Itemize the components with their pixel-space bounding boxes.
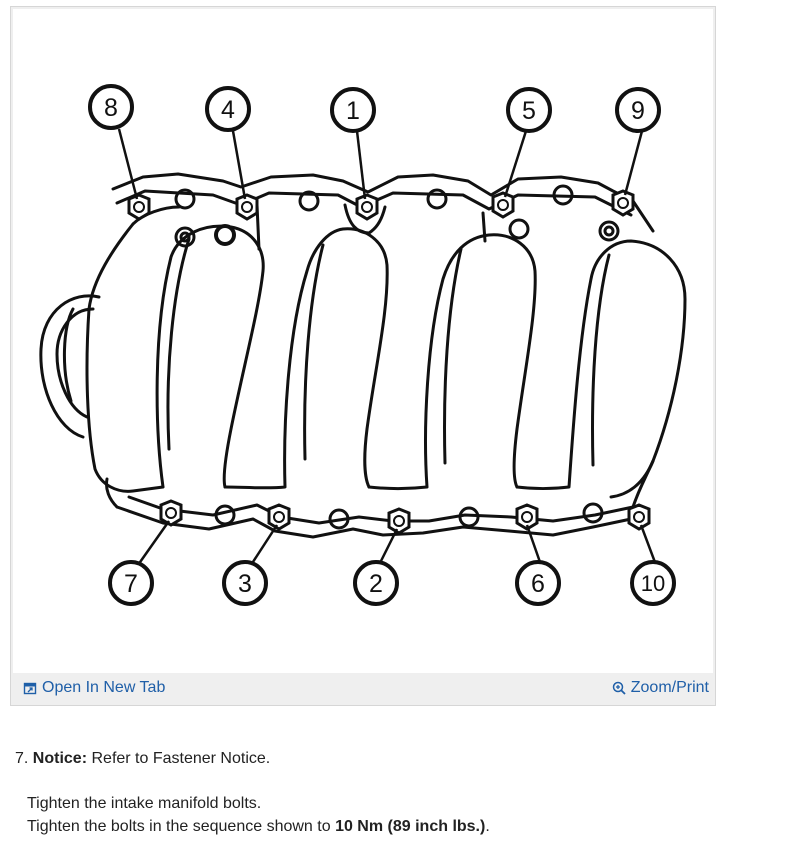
magnifier-plus-icon	[612, 681, 626, 695]
bolt-label-10: 10	[641, 571, 665, 596]
instruction-line-1: Tighten the intake manifold bolts.	[27, 795, 262, 812]
bolt-label-6: 6	[531, 570, 545, 598]
bolt-label-8: 8	[104, 94, 118, 122]
bolt-head-4	[235, 193, 259, 221]
figure-frame: 8 4 1 5 9 7 3 2 6 10 Open In New	[10, 6, 716, 706]
bolt-head-6	[515, 503, 539, 531]
bolt-label-2: 2	[369, 570, 383, 598]
bolt-head-9	[611, 189, 635, 217]
bolt-head-2	[387, 507, 411, 535]
step-number: 7.	[15, 750, 29, 767]
callout-circle-2	[353, 560, 399, 606]
callout-circle-4	[205, 86, 251, 132]
instruction-line-2-text: Tighten the bolts in the sequence shown …	[27, 818, 331, 835]
bolt-label-5: 5	[522, 97, 536, 125]
torque-spec: 10 Nm (89 inch lbs.)	[335, 818, 486, 835]
callout-circle-1	[330, 87, 376, 133]
bolt-label-1: 1	[346, 97, 360, 125]
throttle-flange-outer	[39, 294, 101, 439]
callout-circle-5	[506, 87, 552, 133]
open-in-new-tab-link[interactable]: Open In New Tab	[23, 679, 165, 697]
bolt-head-10	[627, 503, 651, 531]
notice-label: Notice:	[32, 750, 88, 767]
bolt-head-3	[267, 503, 291, 531]
notice-text: Refer to Fastener Notice.	[91, 750, 271, 767]
instruction-line-2-end: .	[485, 818, 490, 835]
open-in-new-tab-label: Open In New Tab	[42, 679, 166, 696]
callout-circle-3	[222, 560, 268, 606]
bolt-head-8	[127, 193, 151, 221]
figure-toolbar: Open In New Tab Zoom/Print	[11, 671, 715, 705]
bolt-head-5	[491, 191, 515, 219]
open-tab-icon	[23, 681, 37, 695]
bolt-head-7	[159, 499, 183, 527]
instruction-line-2: Tighten the bolts in the sequence shown …	[27, 817, 490, 837]
bolt-label-7: 7	[124, 570, 138, 598]
step-notice: 7. Notice: Refer to Fastener Notice.	[15, 749, 270, 769]
callout-circle-7	[108, 560, 154, 606]
manifold-diagram: 8 4 1 5 9 7 3 2 6 10	[13, 9, 713, 673]
zoom-print-link[interactable]: Zoom/Print	[612, 679, 709, 697]
zoom-print-label: Zoom/Print	[630, 679, 709, 696]
intake-manifold-illustration: 8 4 1 5 9 7 3 2 6 10	[39, 84, 687, 606]
callout-circle-8	[88, 84, 134, 130]
bolt-label-9: 9	[631, 97, 645, 125]
bolt-label-3: 3	[238, 570, 252, 598]
bolt-label-4: 4	[221, 96, 235, 124]
callout-circle-6	[515, 560, 561, 606]
callout-circle-10	[630, 560, 676, 606]
callout-circle-9	[615, 87, 661, 133]
bolt-head-1	[355, 193, 379, 221]
